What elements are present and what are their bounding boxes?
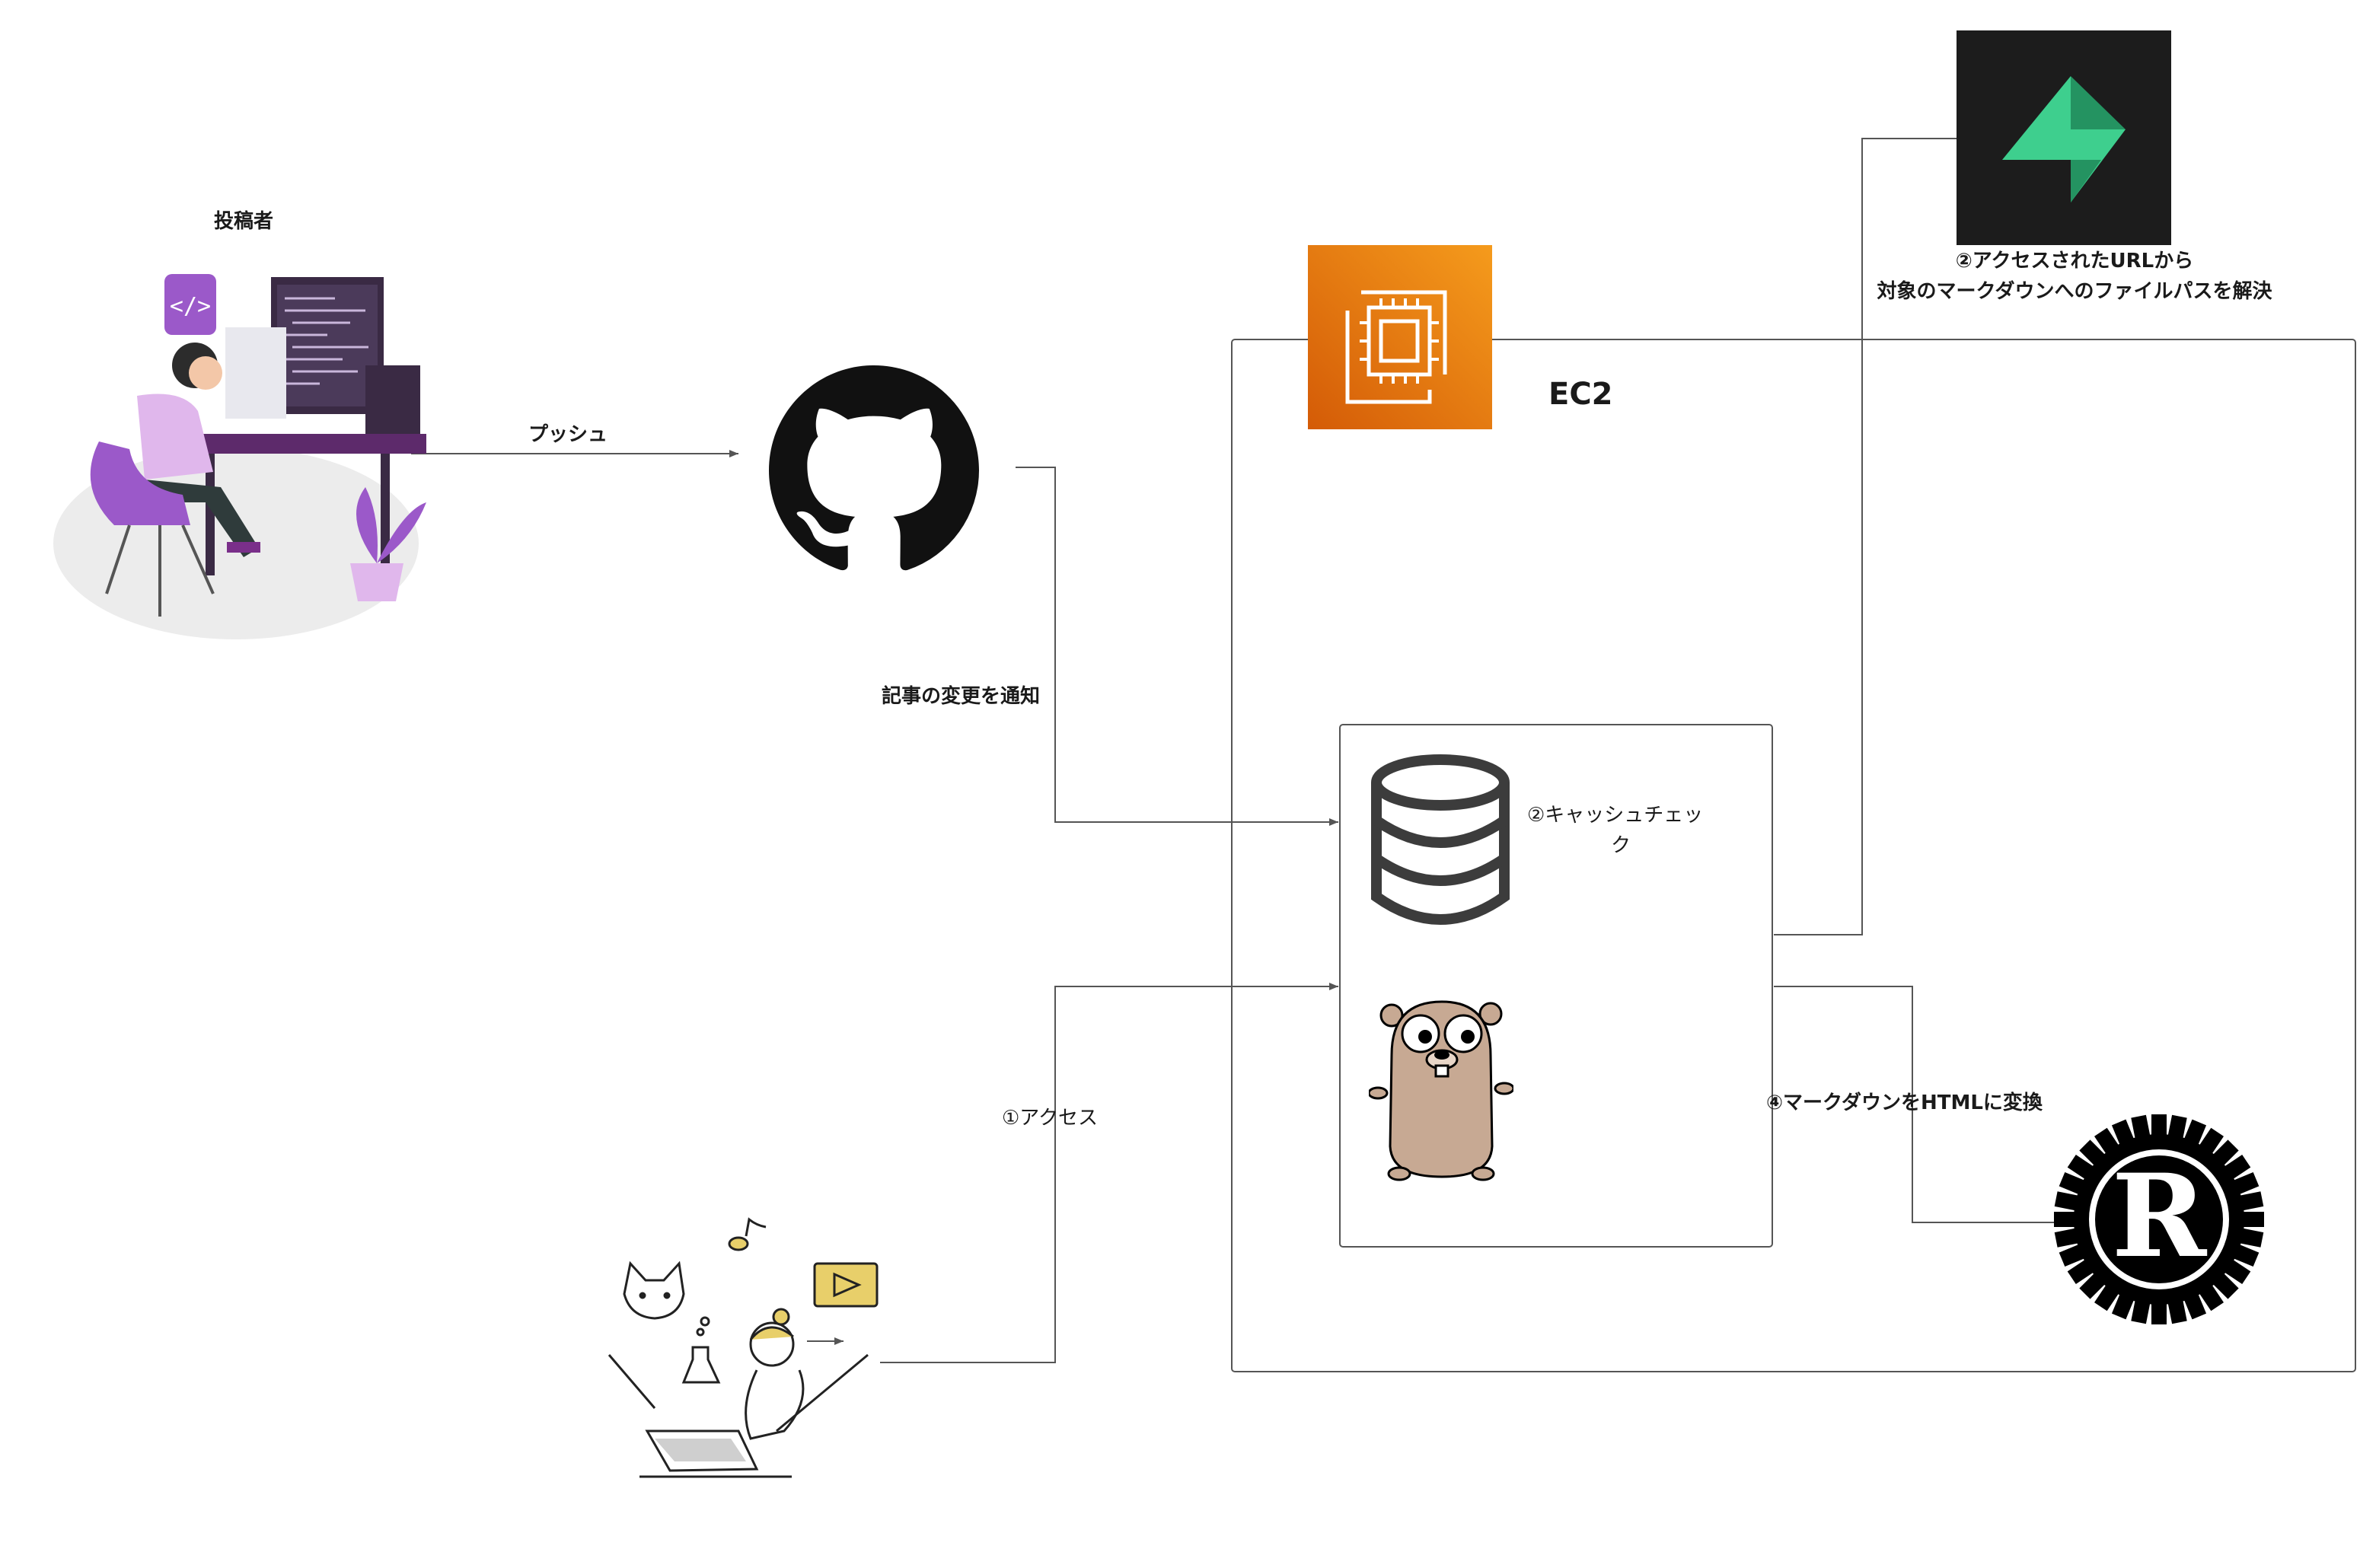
svg-text:</>: </>	[170, 293, 211, 320]
go-gopher-icon	[1367, 994, 1515, 1192]
reader-illustration	[594, 1210, 898, 1492]
supabase-icon	[1957, 30, 2171, 245]
github-icon	[769, 365, 979, 575]
database-icon	[1367, 752, 1513, 927]
notify-arrow	[1016, 467, 1338, 826]
cache-check-label-line2: ク	[1611, 834, 1631, 857]
rust-connector	[1774, 986, 2055, 1223]
push-label: プッシュ	[528, 423, 608, 446]
supabase-connector	[1774, 138, 1957, 935]
convert-label: ④マークダウンをHTMLに変換	[1766, 1092, 2043, 1114]
resolve-label-line2: 対象のマークダウンへのファイルパスを解決	[1877, 280, 2272, 303]
access-label: ①アクセス	[1002, 1107, 1099, 1130]
svg-text:R: R	[2112, 1149, 2208, 1283]
access-arrow	[880, 983, 1338, 1363]
resolve-label-line1: ②アクセスされたURLから	[1955, 250, 2194, 272]
rust-icon: R	[2052, 1113, 2266, 1326]
aws-ec2-icon	[1308, 245, 1492, 429]
ec2-container	[1231, 339, 2356, 1372]
notify-label: 記事の変更を通知	[882, 685, 1041, 708]
developer-illustration: </>	[46, 259, 426, 655]
server-box	[1339, 724, 1773, 1248]
ec2-label: EC2	[1548, 377, 1613, 412]
cache-check-label-line1: ②キャッシュチェッ	[1527, 804, 1704, 827]
poster-label: 投稿者	[213, 210, 273, 233]
